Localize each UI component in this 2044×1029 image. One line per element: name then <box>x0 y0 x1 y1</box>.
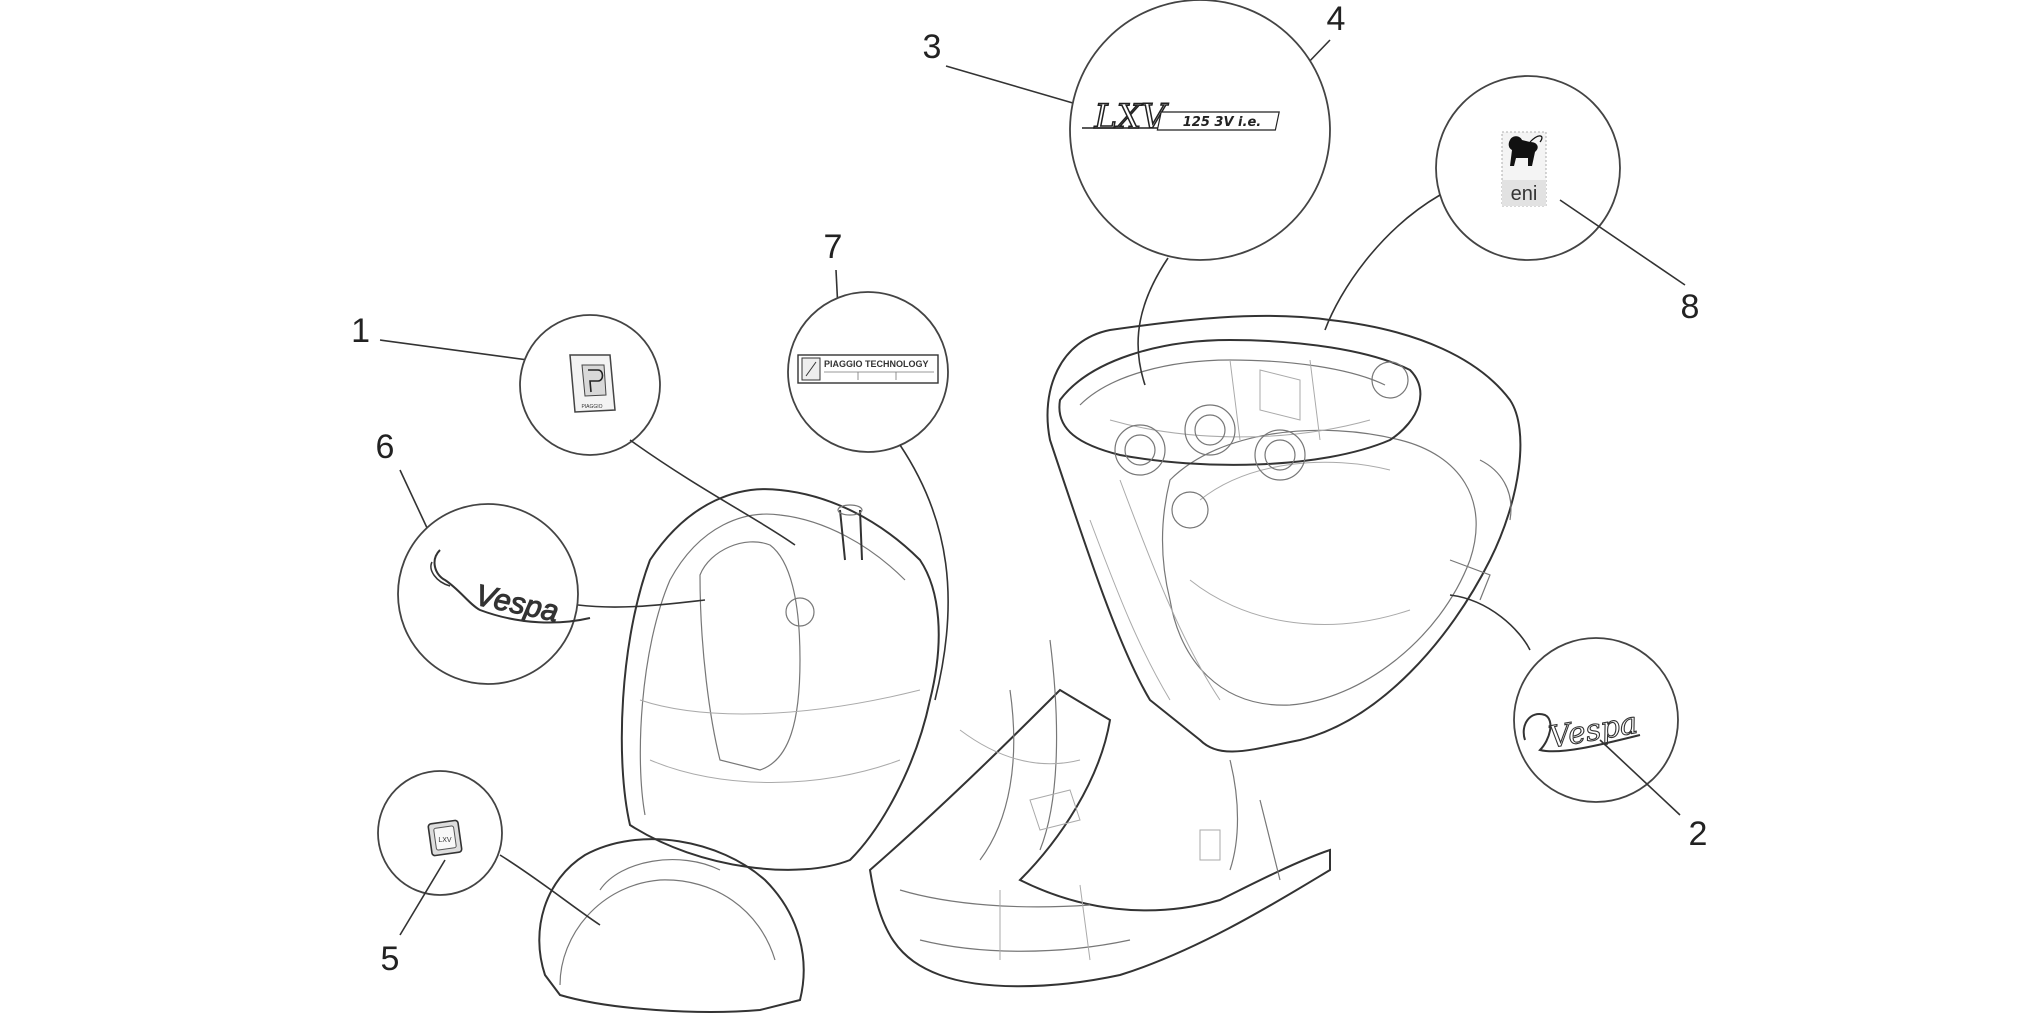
callout-number-1: 1 <box>351 312 370 350</box>
callout-number-5: 5 <box>381 940 400 978</box>
piaggio-small-label: PIAGGIO <box>581 404 602 410</box>
callout-number-7: 7 <box>824 228 843 266</box>
eni-text: eni <box>1511 183 1538 205</box>
callout-number-2: 2 <box>1689 815 1708 853</box>
scooter-body <box>538 314 1522 1013</box>
callout-8-eni-sticker: eni 8 <box>1324 75 1700 331</box>
lxv-small-badge-icon: LXV <box>427 819 463 857</box>
eni-dog-logo-icon: eni <box>1501 131 1547 207</box>
callout-2-vespa-side: Vespa 2 <box>1449 594 1708 853</box>
callout-1-piaggio-badge: 1 PIAGGIO <box>351 312 796 546</box>
callout-7-piaggio-technology: 7 PIAGGIO TECHNOLOGY <box>787 228 949 701</box>
callout-number-8: 8 <box>1681 288 1700 326</box>
bubble-2 <box>1513 637 1679 803</box>
piaggio-technology-decal-icon: PIAGGIO TECHNOLOGY <box>797 354 939 384</box>
callout-number-6: 6 <box>376 428 395 466</box>
lxv-model-decal-icon: LXV 125 3V i.e. <box>1082 96 1280 138</box>
callout-number-3: 3 <box>923 28 942 66</box>
lxv-badge-text: LXV <box>438 837 452 844</box>
piaggio-tech-text: PIAGGIO TECHNOLOGY <box>824 359 929 369</box>
callout-6-vespa-front: 6 Vespa <box>376 428 706 685</box>
piaggio-badge-icon: PIAGGIO <box>569 354 616 413</box>
callout-number-4: 4 <box>1327 0 1346 38</box>
callout-3-4-lxv-model: 3 4 LXV 125 3V i.e. <box>923 0 1346 386</box>
callout-5-lxv-badge: LXV 5 <box>377 770 601 978</box>
lxv-engine-text: 125 3V i.e. <box>1183 115 1261 130</box>
bubble-6 <box>397 503 579 685</box>
lxv-model-text: LXV <box>1093 97 1169 137</box>
